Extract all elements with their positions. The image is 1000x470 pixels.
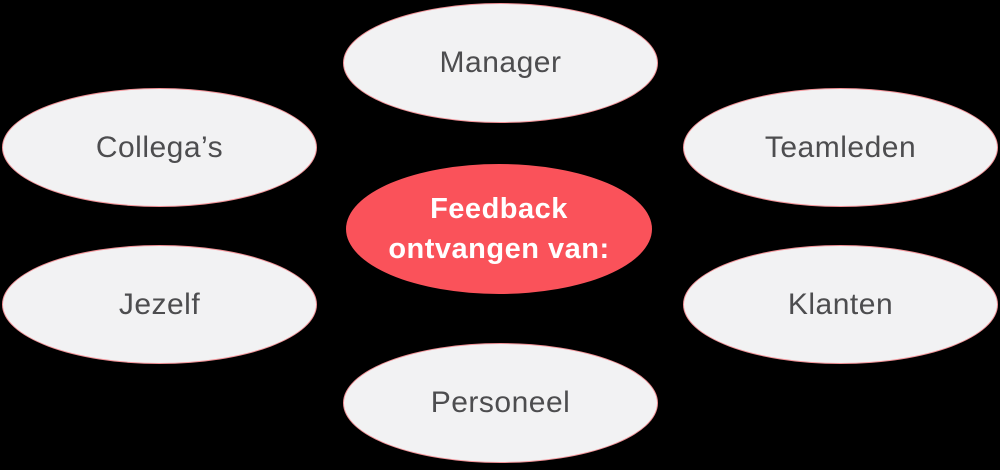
node-klanten: Klanten (683, 245, 998, 364)
node-label: Klanten (787, 287, 894, 321)
center-node-feedback: Feedback ontvangen van: (346, 164, 652, 294)
center-label-line2: ontvangen van: (388, 233, 610, 265)
node-teamleden: Teamleden (683, 88, 998, 207)
node-collegas: Collega’s (2, 88, 317, 207)
node-jezelf: Jezelf (2, 245, 317, 364)
node-label: Jezelf (118, 287, 201, 321)
center-label-line1: Feedback (430, 193, 568, 225)
node-label: Collega’s (95, 130, 224, 164)
node-label: Teamleden (764, 130, 917, 164)
node-label: Personeel (430, 386, 571, 419)
node-manager: Manager (343, 3, 658, 123)
node-label: Manager (439, 46, 562, 79)
node-personeel: Personeel (343, 343, 658, 463)
